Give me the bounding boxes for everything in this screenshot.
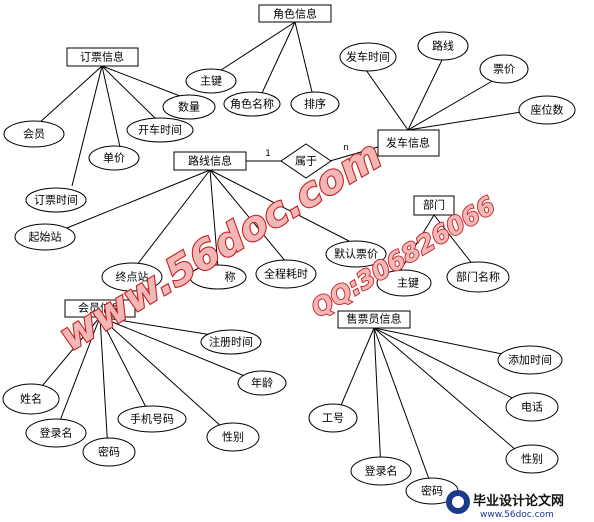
attribute-label: 登录名 — [40, 426, 73, 440]
attribute-member-reg-time: 注册时间 — [200, 329, 262, 355]
attribute-departure-seats: 座位数 — [518, 95, 576, 125]
entity-booking-info: 订票信息 — [66, 47, 139, 67]
attribute-departure-route: 路线 — [417, 31, 469, 61]
attribute-label: 密码 — [421, 484, 443, 498]
attribute-label: 终点站 — [116, 270, 149, 284]
attribute-route-start: 起始站 — [14, 223, 76, 251]
relationship-belongs-to: 属于 — [280, 143, 332, 179]
connector-lines — [31, 21, 535, 491]
attribute-route-partial: 称 — [189, 264, 247, 290]
attribute-role-order: 排序 — [290, 91, 340, 117]
brand-badge: 毕业设计论文网 www.56doc.com — [446, 490, 564, 520]
attribute-label: 工号 — [322, 412, 344, 425]
attribute-booking-member: 会员 — [3, 120, 65, 148]
attribute-department-key: 主键 — [376, 269, 432, 297]
attribute-label: 年龄 — [251, 376, 273, 390]
attribute-label: 路线 — [432, 39, 454, 53]
entity-label: 发车信息 — [386, 136, 430, 150]
attribute-seller-phone: 电话 — [505, 392, 559, 422]
relationship-label: 属于 — [295, 155, 317, 168]
attribute-label: 注册时间 — [209, 335, 253, 349]
attribute-label: 排序 — [304, 97, 326, 111]
attribute-route-duration: 全程耗时 — [255, 259, 317, 289]
attribute-label: 发车时间 — [346, 50, 390, 64]
attribute-label: 称 — [225, 270, 236, 284]
attribute-label: 单价 — [103, 152, 125, 165]
cardinality-many: n — [343, 143, 349, 153]
attribute-member-age: 年龄 — [237, 370, 287, 396]
attribute-label: 手机号码 — [130, 412, 174, 426]
entity-label: 售票员信息 — [347, 312, 402, 326]
attribute-departure-time: 发车时间 — [339, 42, 397, 72]
attribute-label: 性别 — [521, 452, 543, 466]
attribute-member-phone: 手机号码 — [117, 405, 187, 433]
attribute-label: 全程耗时 — [264, 267, 308, 281]
attribute-route-default-fare: 默认票价 — [325, 240, 387, 268]
entity-label: 部门 — [423, 198, 445, 212]
attribute-label: 票价 — [493, 63, 515, 76]
attribute-booking-time: 订票时间 — [25, 187, 87, 213]
entity-label: 会员信息 — [78, 301, 122, 315]
attribute-label: 数量 — [178, 101, 200, 114]
attribute-seller-gender: 性别 — [505, 444, 559, 474]
entity-departure-info: 发车信息 — [377, 129, 440, 157]
attribute-role-name: 角色名称 — [223, 91, 281, 117]
entity-department: 部门 — [413, 195, 455, 216]
attribute-label: 订票时间 — [34, 194, 78, 207]
attribute-member-login: 登录名 — [25, 418, 87, 448]
attribute-seller-id: 工号 — [308, 403, 358, 433]
attribute-label: 角色名称 — [230, 97, 274, 111]
attribute-seller-add-time: 添加时间 — [497, 345, 563, 375]
attribute-seller-login: 登录名 — [350, 456, 412, 486]
attribute-label: 登录名 — [365, 464, 398, 478]
attribute-label: 起始站 — [29, 230, 62, 244]
attribute-booking-price: 单价 — [88, 145, 140, 171]
attribute-label: 添加时间 — [508, 353, 552, 367]
cardinality-one: 1 — [265, 149, 271, 159]
attribute-member-password: 密码 — [82, 437, 136, 467]
attribute-route-end: 终点站 — [101, 262, 163, 292]
attribute-label: 开车时间 — [138, 123, 182, 137]
brand-title: 毕业设计论文网 — [473, 493, 564, 509]
brand-url: www.56doc.com — [480, 510, 554, 520]
attribute-member-name: 姓名 — [2, 383, 60, 415]
attribute-label: 密码 — [98, 445, 120, 459]
attribute-departure-fare: 票价 — [479, 54, 529, 84]
attribute-department-name: 部门名称 — [446, 261, 510, 293]
entity-route-info: 路线信息 — [173, 151, 247, 171]
attribute-label: 默认票价 — [334, 248, 378, 261]
attribute-label: 电话 — [521, 401, 543, 414]
entity-label: 角色信息 — [273, 7, 317, 21]
entity-member-info: 会员信息 — [64, 299, 136, 318]
attribute-booking-quantity: 数量 — [162, 94, 216, 120]
attribute-label: 姓名 — [20, 392, 42, 406]
attribute-label: 座位数 — [531, 103, 564, 117]
attribute-label: 主键 — [200, 74, 222, 88]
attribute-member-gender: 性别 — [206, 422, 260, 452]
entity-seller-info: 售票员信息 — [337, 310, 411, 329]
entity-label: 订票信息 — [80, 50, 124, 64]
attribute-label: 性别 — [222, 430, 244, 444]
attribute-seller-password: 密码 — [405, 477, 459, 505]
entity-role-info: 角色信息 — [258, 4, 332, 23]
attribute-label: 部门名称 — [456, 270, 500, 284]
attribute-booking-departure-time: 开车时间 — [126, 117, 194, 143]
entity-label: 路线信息 — [188, 154, 232, 168]
attribute-label: 会员 — [23, 128, 45, 141]
attribute-label: 主键 — [397, 276, 419, 290]
attribute-role-key: 主键 — [185, 68, 237, 94]
